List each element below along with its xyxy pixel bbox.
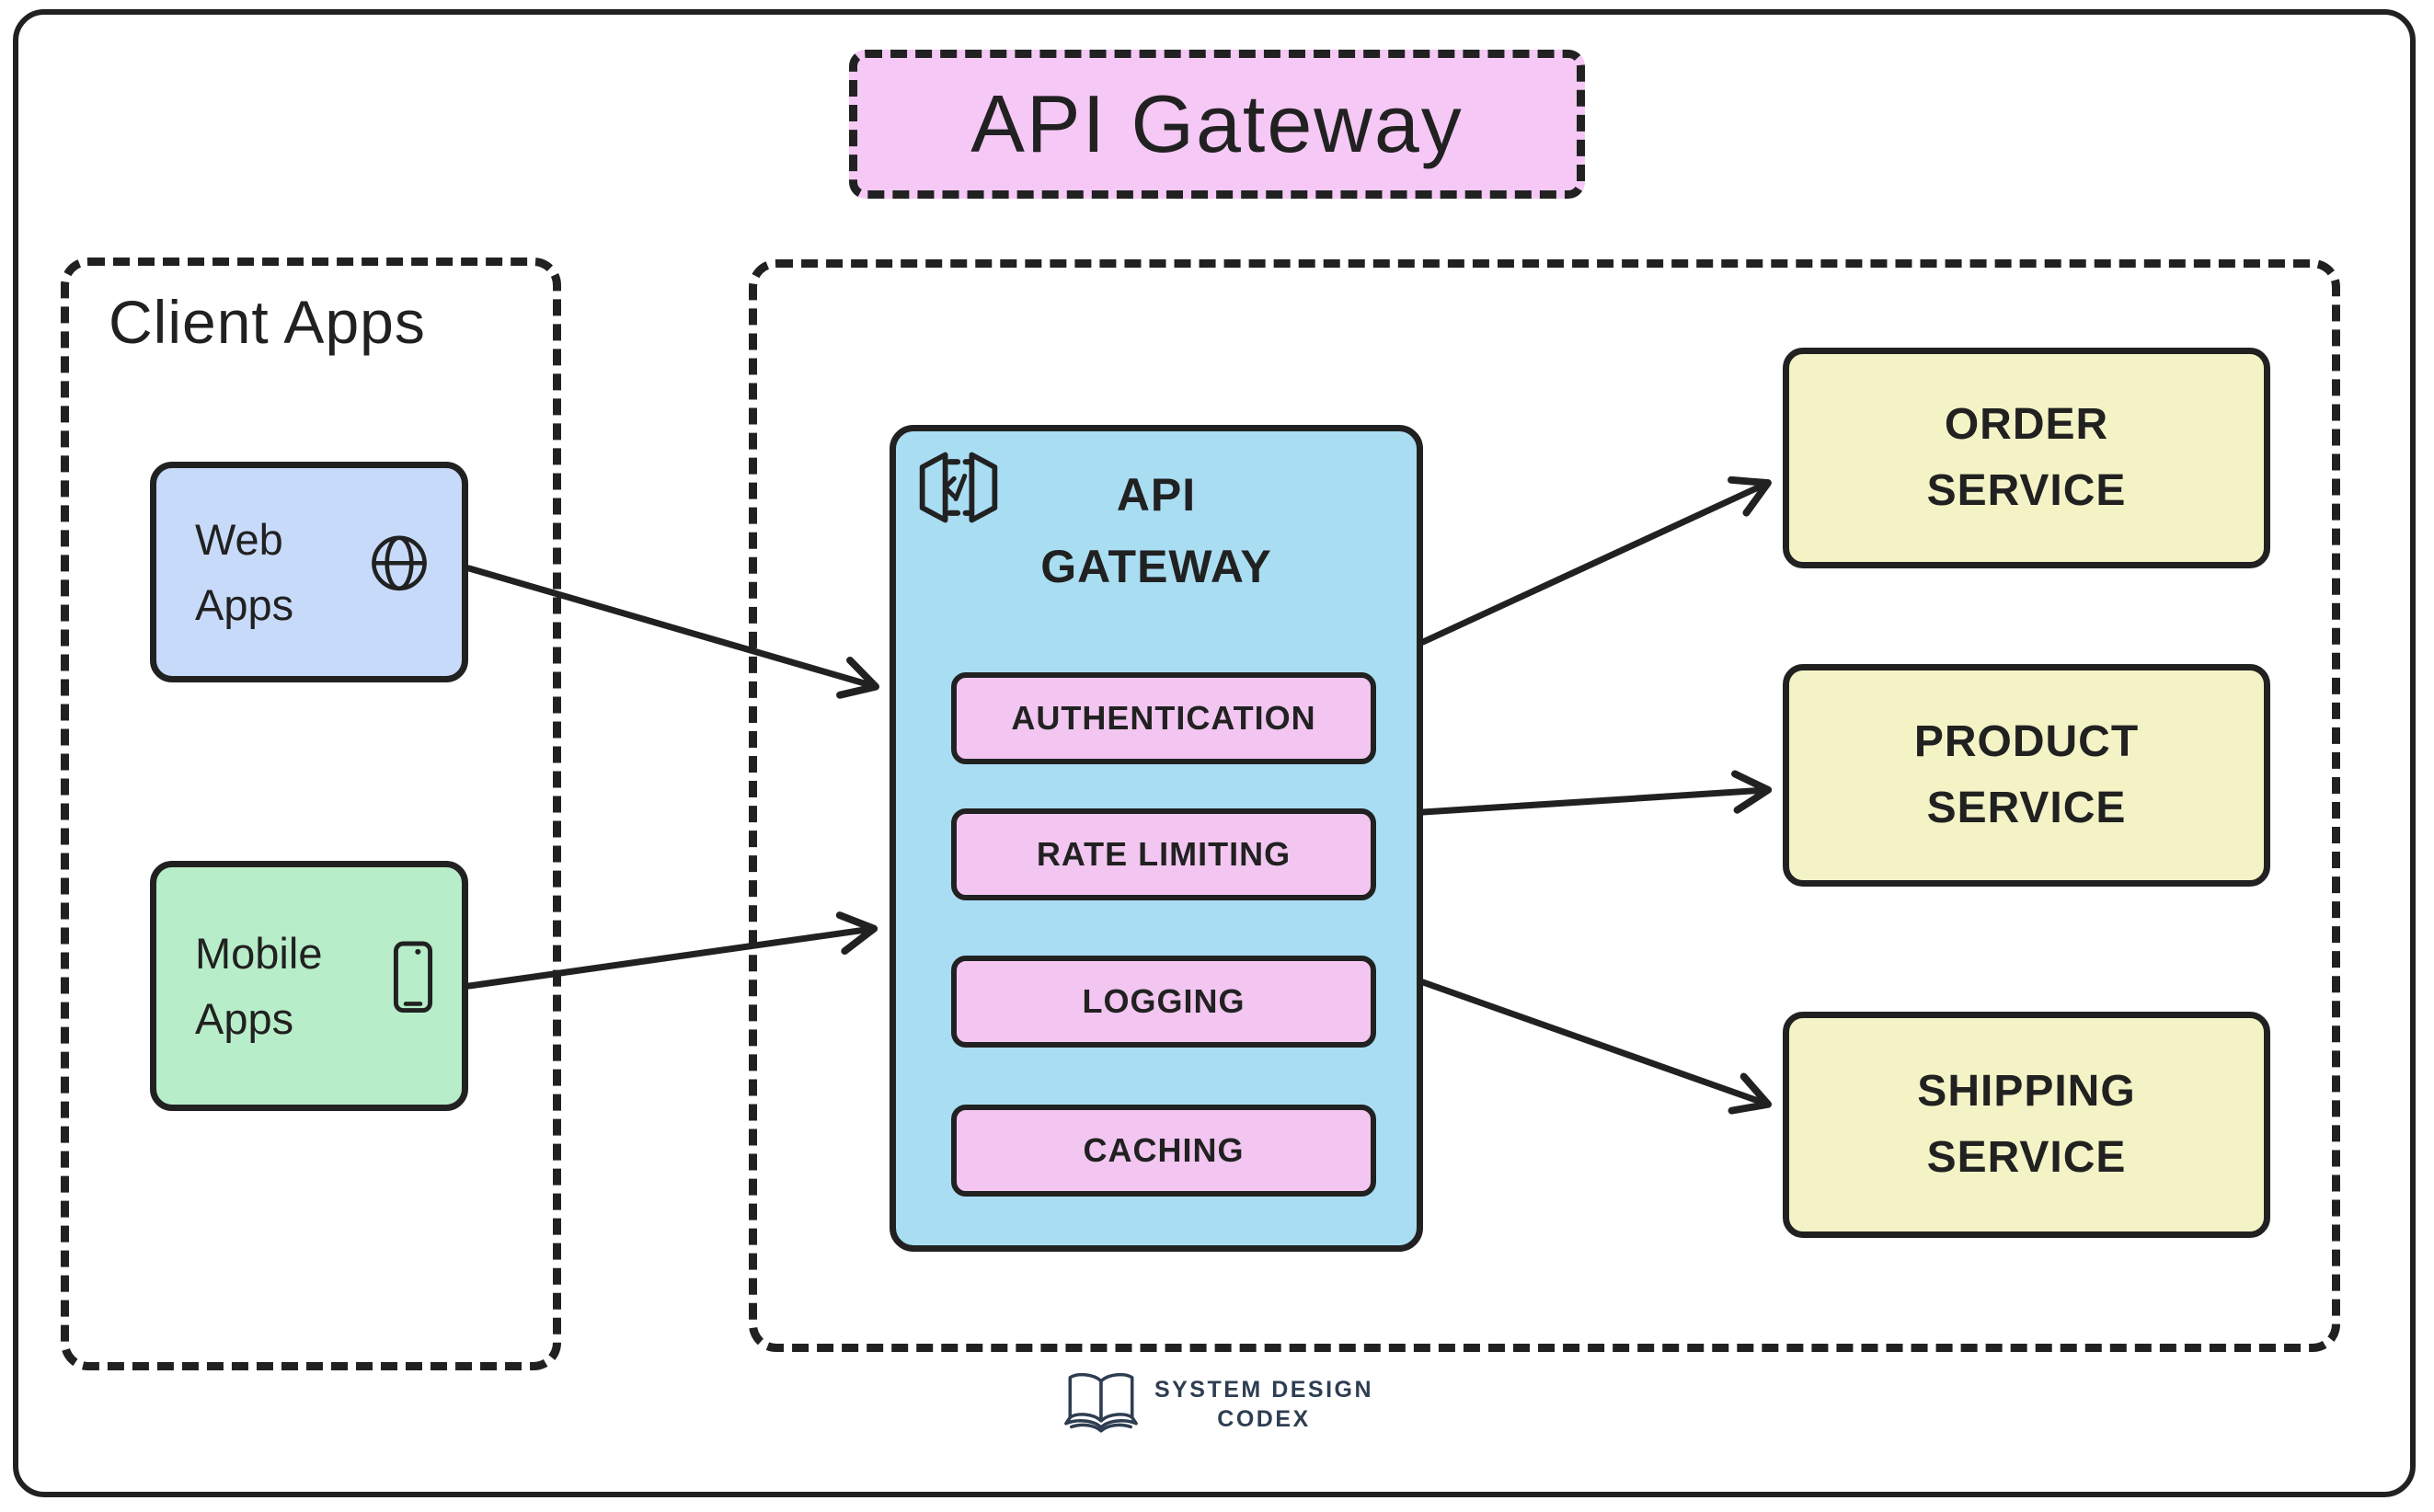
mobile-apps-node: Mobile Apps (150, 861, 468, 1111)
brand-name: SYSTEM DESIGN CODEX (1154, 1377, 1374, 1432)
smartphone-icon (392, 938, 434, 1033)
diagram-title-box: API Gateway (849, 50, 1585, 199)
feature-logging: LOGGING (951, 956, 1376, 1048)
open-book-icon (1061, 1369, 1142, 1441)
mobile-apps-label: Mobile Apps (195, 928, 323, 1043)
client-apps-group (61, 258, 561, 1370)
api-gateway-heading: API GATEWAY (1040, 469, 1272, 592)
api-gateway-icon (914, 448, 1003, 532)
shipping-service-node: SHIPPING SERVICE (1783, 1012, 2270, 1238)
diagram-outer-border (13, 9, 2416, 1497)
brand-footer: SYSTEM DESIGN CODEX (0, 1369, 2434, 1441)
feature-caching: CACHING (951, 1105, 1376, 1197)
web-apps-label: Web Apps (195, 514, 294, 629)
web-apps-node: Web Apps (150, 462, 468, 682)
client-apps-group-label: Client Apps (109, 288, 426, 356)
api-gateway-node: API GATEWAY AUTHENTICATION RATE LIMITING… (890, 425, 1423, 1252)
order-service-node: ORDER SERVICE (1783, 348, 2270, 568)
feature-authentication: AUTHENTICATION (951, 672, 1376, 764)
gateway-services-group (749, 259, 2340, 1352)
product-service-node: PRODUCT SERVICE (1783, 664, 2270, 887)
feature-rate-limiting: RATE LIMITING (951, 808, 1376, 900)
globe-icon (364, 528, 434, 615)
diagram-title: API Gateway (970, 78, 1464, 169)
